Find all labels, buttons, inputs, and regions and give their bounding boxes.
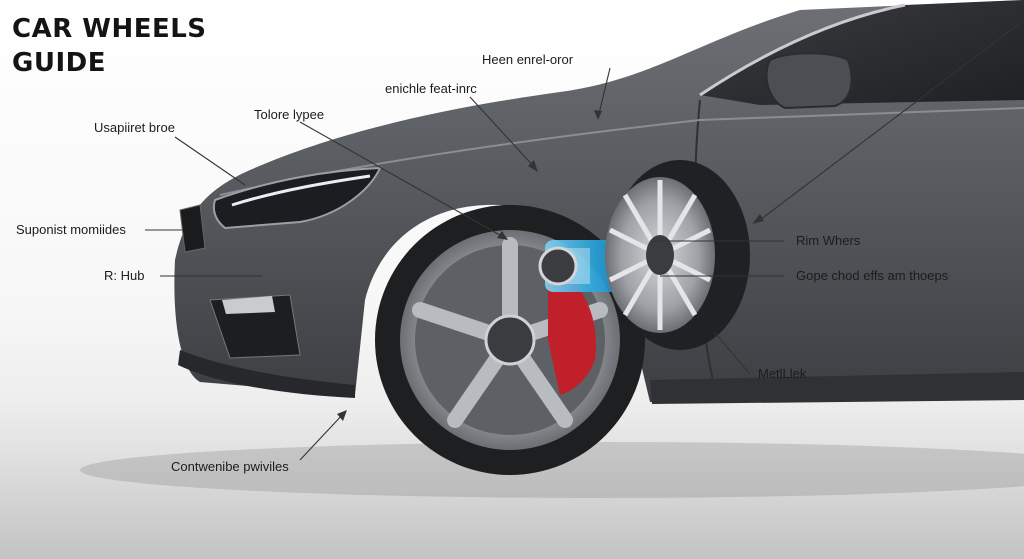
side-sill xyxy=(650,372,1024,404)
arrowhead-heen xyxy=(594,110,602,120)
label-metllek: MetlLlek xyxy=(758,366,807,381)
side-mirror xyxy=(765,52,853,110)
title-line-1: CAR WHEELS xyxy=(12,14,207,44)
leader-heen xyxy=(597,67,611,119)
label-tolore-lypee: Tolore lypee xyxy=(254,107,325,122)
leader-tolore xyxy=(299,121,506,239)
arrowhead-tolore xyxy=(497,231,508,240)
leader-usapiiret xyxy=(174,136,246,186)
label-suponist-momiides: Suponist momiides xyxy=(16,222,126,237)
brake-caliper xyxy=(548,262,596,395)
guide-title: CAR WHEELS GUIDE xyxy=(12,12,207,80)
arrowhead-contwenibe xyxy=(337,410,347,421)
leader-metllek xyxy=(714,332,751,375)
label-rim-whers: Rim Whers xyxy=(796,233,861,248)
headlight-drl xyxy=(231,174,371,207)
leader-contwenibe xyxy=(299,411,346,461)
label-heen-enrel-oror: Heen enrel-oror xyxy=(482,52,574,67)
front-grille xyxy=(179,204,206,253)
leader-enichle xyxy=(469,96,538,171)
label-contwenibe-pwiviles: Contwenibe pwiviles xyxy=(171,459,289,474)
exploded-wheel xyxy=(605,160,750,350)
leader-diagonal xyxy=(759,19,1024,221)
fog-accent xyxy=(222,296,275,314)
title-line-2: GUIDE xyxy=(12,48,106,78)
arrowhead-diagonal xyxy=(752,214,764,224)
label-enichle-feat-inrc: enichle feat-inrc xyxy=(385,81,477,96)
label-usapiiret-broe: Usapiiret broe xyxy=(94,120,175,135)
car-shadow xyxy=(80,442,1024,498)
arrowhead-enichle xyxy=(528,160,538,172)
window-trim xyxy=(699,3,906,97)
headlight xyxy=(212,166,382,230)
front-lip xyxy=(178,350,355,398)
label-r-hub: R: Hub xyxy=(104,268,145,283)
label-gope-chod-effs: Gope chod effs am thoeps xyxy=(796,268,949,283)
